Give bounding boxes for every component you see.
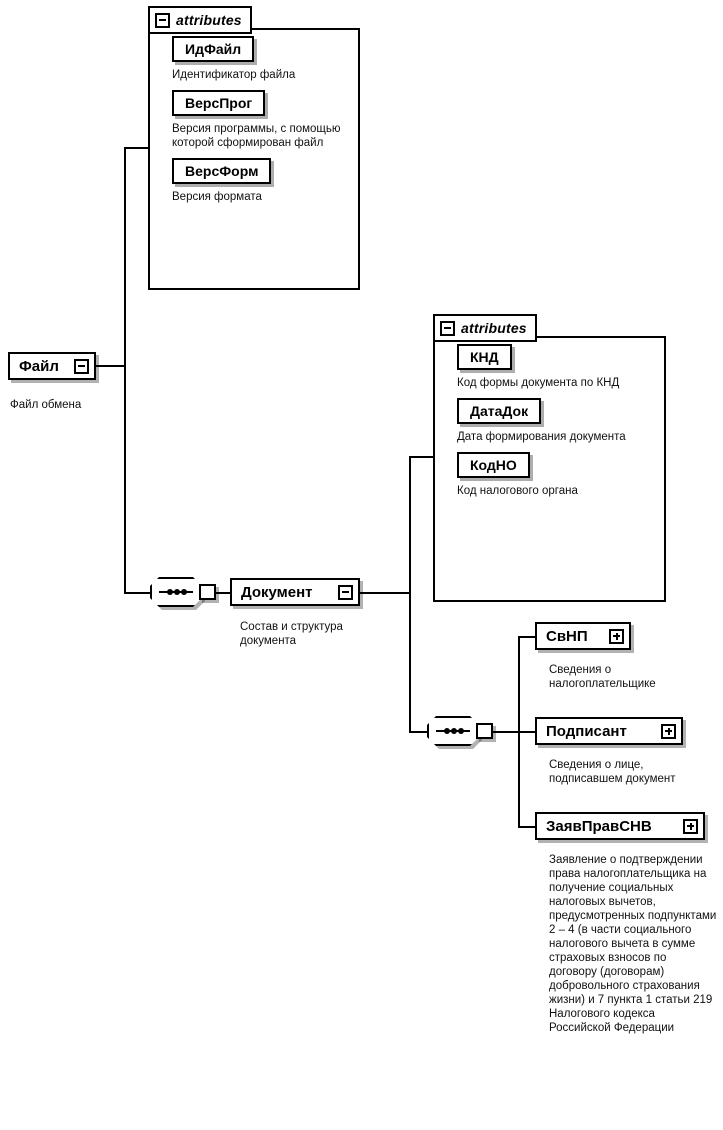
attributes-panel-header[interactable]: attributes (148, 6, 252, 34)
node-svnp[interactable]: СвНП (535, 622, 631, 650)
node-document[interactable]: Документ (230, 578, 360, 606)
node-label: СвНП (546, 627, 588, 645)
attributes-panel-file: attributes ИдФайл Идентификатор файла Ве… (148, 6, 360, 290)
connector-root-to-trunk (95, 365, 126, 367)
attributes-list: ИдФайл Идентификатор файла ВерсПрог Верс… (150, 30, 358, 288)
attribute-caption: Код налогового органа (457, 485, 578, 497)
attribute-box-versprog[interactable]: ВерсПрог (172, 90, 266, 116)
attribute-item: ВерсПрог Версия программы, с помощью кот… (172, 90, 358, 150)
connector-sequence1-to-document (216, 592, 232, 594)
node-podpisant[interactable]: Подписант (535, 717, 683, 745)
attribute-item: ВерсФорм Версия формата (172, 158, 358, 204)
attributes-label: attributes (461, 320, 527, 336)
attributes-list: КНД Код формы документа по КНД ДатаДок Д… (435, 338, 664, 600)
node-file[interactable]: Файл (8, 352, 96, 380)
connector-trunk1-to-attributes (124, 147, 152, 149)
attribute-box-idfile[interactable]: ИдФайл (172, 36, 255, 62)
connector-trunk2-to-attributes2 (409, 456, 437, 458)
sequence-dot (444, 728, 450, 734)
minus-icon[interactable] (440, 320, 455, 336)
connector-trunk1-to-sequence (124, 592, 154, 594)
attribute-caption: Код формы документа по КНД (457, 377, 620, 389)
connector-trunk-2 (409, 457, 411, 732)
sequence-stub (476, 723, 493, 739)
attributes-label: attributes (176, 12, 242, 28)
minus-icon[interactable] (338, 584, 353, 600)
attribute-box-knd[interactable]: КНД (457, 344, 512, 370)
attribute-box-kodno[interactable]: КодНО (457, 452, 530, 478)
connector-trunk3-to-svnp (518, 636, 537, 638)
attribute-item: КодНО Код налогового органа (457, 452, 664, 498)
connector-sequence2-to-trunk3 (493, 731, 535, 733)
connector-trunk-3 (518, 637, 520, 827)
sequence-dot (458, 728, 464, 734)
node-caption-file: Файл обмена (10, 399, 82, 411)
connector-trunk3-to-zayavpravsnv (518, 826, 537, 828)
attribute-item: ИдФайл Идентификатор файла (172, 36, 358, 82)
attribute-caption: Версия формата (172, 191, 262, 203)
sequence-compositor-1[interactable] (150, 577, 219, 610)
attribute-caption: Версия программы, с помощью которой сфор… (172, 123, 341, 149)
node-zayavpravsnv[interactable]: ЗаявПравСНВ (535, 812, 705, 840)
plus-icon[interactable] (661, 723, 676, 739)
attribute-box-versform[interactable]: ВерсФорм (172, 158, 272, 184)
connector-document-to-trunk2 (359, 592, 411, 594)
node-label: Документ (241, 583, 313, 601)
plus-icon[interactable] (609, 628, 624, 644)
node-caption-podpisant: Сведения о лице, подписавшем документ (549, 759, 676, 785)
sequence-dot (451, 728, 457, 734)
attribute-caption: Идентификатор файла (172, 69, 296, 81)
node-caption-zayavpravsnv: Заявление о подтверждении права налогопл… (549, 854, 717, 1034)
node-label: Подписант (546, 722, 627, 740)
node-label: Файл (19, 357, 59, 375)
attributes-panel-document: attributes КНД Код формы документа по КН… (433, 314, 666, 602)
sequence-dot (174, 589, 180, 595)
attribute-box-datadok[interactable]: ДатаДок (457, 398, 542, 424)
attribute-caption: Дата формирования документа (457, 431, 626, 443)
attribute-item: КНД Код формы документа по КНД (457, 344, 664, 390)
sequence-compositor-2[interactable] (427, 716, 496, 749)
sequence-stub (199, 584, 216, 600)
node-caption-document: Состав и структура документа (240, 621, 343, 647)
sequence-dot (167, 589, 173, 595)
connector-trunk2-to-sequence2 (409, 731, 431, 733)
connector-trunk-1 (124, 148, 126, 594)
plus-icon[interactable] (683, 818, 698, 834)
attributes-panel-header[interactable]: attributes (433, 314, 537, 342)
sequence-dot (181, 589, 187, 595)
attribute-item: ДатаДок Дата формирования документа (457, 398, 664, 444)
node-label: ЗаявПравСНВ (546, 817, 652, 835)
minus-icon[interactable] (155, 12, 170, 28)
node-caption-svnp: Сведения о налогоплательщике (549, 664, 656, 690)
minus-icon[interactable] (74, 358, 89, 374)
